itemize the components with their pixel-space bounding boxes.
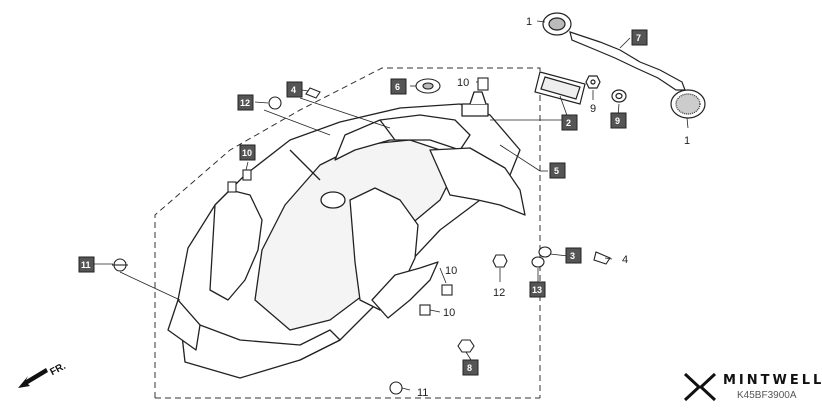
mintwell-logo-icon [683,372,717,402]
svg-text:10: 10 [445,265,457,277]
svg-text:11: 11 [81,260,91,270]
callout-12b: 12 [493,287,505,299]
svg-text:8: 8 [467,363,472,373]
svg-text:10: 10 [242,148,252,158]
callout-8: 8 [462,359,479,376]
svg-text:3: 3 [570,251,575,261]
svg-text:10: 10 [457,77,469,89]
svg-text:12: 12 [493,287,505,299]
diagram-code: K45BF3900A [737,390,797,401]
svg-text:13: 13 [532,285,542,295]
callout-10d: 10 [443,307,455,319]
svg-text:1: 1 [526,16,532,28]
arrow-down-left-icon [18,368,48,388]
callout-9b: 9 [610,112,627,129]
svg-text:11: 11 [417,387,428,399]
callout-11b: 11 [417,387,428,399]
callout-12a: 12 [237,94,254,111]
front-direction-indicator: FR. [14,361,74,392]
callout-10b: 10 [239,144,256,161]
svg-text:9: 9 [590,103,596,115]
callout-5: 5 [549,162,566,179]
svg-text:4: 4 [622,254,628,266]
callout-9a: 9 [590,103,596,115]
callout-1a: 1 [526,16,532,28]
callout-4b: 4 [622,254,628,266]
svg-text:1: 1 [684,135,690,147]
svg-text:5: 5 [554,166,559,176]
callout-1b: 1 [684,135,690,147]
brand-logo: MINTWELL K45BF3900A [683,368,822,408]
svg-text:10: 10 [443,307,455,319]
callout-4a: 4 [286,81,303,98]
svg-text:6: 6 [395,82,400,92]
dashed-frame [154,67,541,399]
brand-name: MINTWELL [723,373,822,388]
leader-lines [94,20,689,391]
callout-2: 2 [561,114,578,131]
svg-text:7: 7 [636,33,641,43]
callout-13: 13 [529,281,546,298]
svg-text:4: 4 [291,85,296,95]
reflector-bracket-group [534,12,706,119]
svg-text:2: 2 [566,118,571,128]
callout-10c: 10 [445,265,457,277]
rear-fender-part [167,91,526,379]
callout-6: 6 [390,78,407,95]
callout-10a: 10 [457,77,469,89]
hardware-group [112,77,611,395]
callout-11a: 11 [78,256,95,273]
svg-text:12: 12 [240,98,250,108]
callout-7: 7 [631,29,648,46]
callout-3: 3 [565,247,582,264]
svg-text:9: 9 [615,116,620,126]
